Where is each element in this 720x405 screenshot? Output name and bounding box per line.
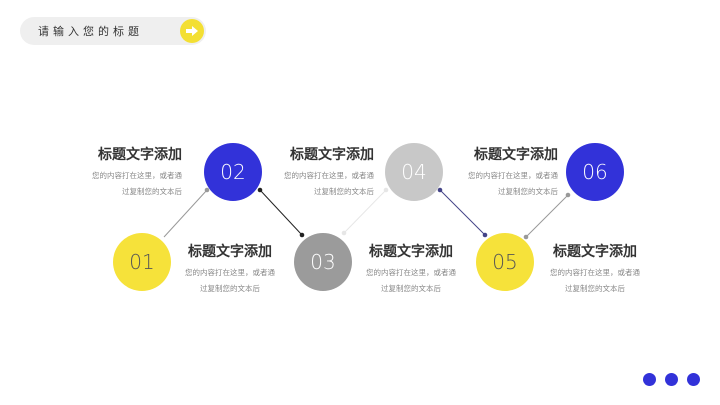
connector-02-03 xyxy=(259,189,303,236)
connector-03-04 xyxy=(343,189,387,234)
connector-dot xyxy=(341,230,347,236)
dot-icon xyxy=(665,373,678,386)
step-04-circle: 04 xyxy=(385,143,443,201)
step-01-body-line1: 您的内容打在这里，或者通 xyxy=(185,268,275,277)
step-05-heading: 标题文字添加 xyxy=(553,244,637,260)
connector-dot xyxy=(299,232,305,238)
step-05-circle: 05 xyxy=(476,233,534,291)
connector-dot xyxy=(257,187,263,193)
step-01-text-block: 标题文字添加 您的内容打在这里，或者通 过复制您的文本后 xyxy=(171,243,289,297)
step-02-body-line2: 过复制您的文本后 xyxy=(122,187,182,196)
step-06-circle: 06 xyxy=(566,143,624,201)
step-06-body-line1: 您的内容打在这里，或者通 xyxy=(468,171,558,180)
step-04-text-block: 标题文字添加 您的内容打在这里，或者通 过复制您的文本后 xyxy=(256,146,374,200)
connector-05-06 xyxy=(525,194,569,238)
step-06-heading: 标题文字添加 xyxy=(474,147,558,163)
step-02-circle: 02 xyxy=(204,143,262,201)
arrow-right-icon xyxy=(180,19,204,43)
connector-04-05 xyxy=(439,189,486,236)
step-03-heading: 标题文字添加 xyxy=(369,244,453,260)
step-02-heading: 标题文字添加 xyxy=(98,147,182,163)
step-02-text-block: 标题文字添加 您的内容打在这里，或者通 过复制您的文本后 xyxy=(64,146,182,200)
step-05-body-line2: 过复制您的文本后 xyxy=(565,284,625,293)
step-06-text-block: 标题文字添加 您的内容打在这里，或者通 过复制您的文本后 xyxy=(440,146,558,200)
step-06-body: 您的内容打在这里，或者通 过复制您的文本后 xyxy=(440,168,558,200)
step-02-body: 您的内容打在这里，或者通 过复制您的文本后 xyxy=(64,168,182,200)
step-05-text-block: 标题文字添加 您的内容打在这里，或者通 过复制您的文本后 xyxy=(536,243,654,297)
step-02-body-line1: 您的内容打在这里，或者通 xyxy=(92,171,182,180)
connector-dot xyxy=(565,192,571,198)
step-03-body-line1: 您的内容打在这里，或者通 xyxy=(366,268,456,277)
step-01-circle: 01 xyxy=(113,233,171,291)
connector-dot xyxy=(437,187,443,193)
step-04-body: 您的内容打在这里，或者通 过复制您的文本后 xyxy=(256,168,374,200)
connector-dot xyxy=(204,187,210,193)
dot-icon xyxy=(643,373,656,386)
step-01-body-line2: 过复制您的文本后 xyxy=(200,284,260,293)
connector-01-02 xyxy=(163,189,208,238)
dot-icon xyxy=(687,373,700,386)
step-01-heading: 标题文字添加 xyxy=(188,244,272,260)
step-03-body-line2: 过复制您的文本后 xyxy=(381,284,441,293)
step-05-body: 您的内容打在这里，或者通 过复制您的文本后 xyxy=(536,265,654,297)
connector-dot xyxy=(482,232,488,238)
step-04-body-line2: 过复制您的文本后 xyxy=(314,187,374,196)
step-03-text-block: 标题文字添加 您的内容打在这里，或者通 过复制您的文本后 xyxy=(352,243,470,297)
title-pill: 请输入您的标题 xyxy=(20,17,206,45)
connector-dot xyxy=(383,187,389,193)
step-03-body: 您的内容打在这里，或者通 过复制您的文本后 xyxy=(352,265,470,297)
step-06-body-line2: 过复制您的文本后 xyxy=(498,187,558,196)
step-01-body: 您的内容打在这里，或者通 过复制您的文本后 xyxy=(171,265,289,297)
step-05-body-line1: 您的内容打在这里，或者通 xyxy=(550,268,640,277)
page-title: 请输入您的标题 xyxy=(38,25,143,38)
step-04-heading: 标题文字添加 xyxy=(290,147,374,163)
step-03-circle: 03 xyxy=(294,233,352,291)
connector-dot xyxy=(523,234,529,240)
step-04-body-line1: 您的内容打在这里，或者通 xyxy=(284,171,374,180)
